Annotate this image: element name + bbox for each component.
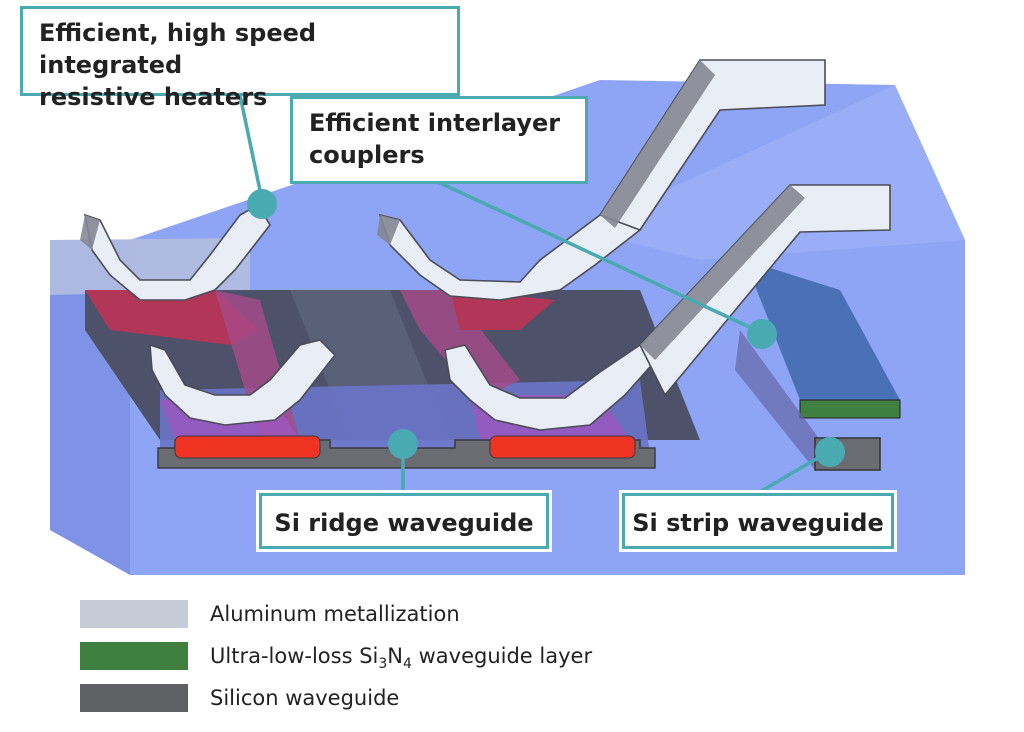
legend-nitride-sub3: 3 <box>378 656 388 673</box>
callout-interlayer-couplers: Efficient interlayer couplers <box>290 96 588 184</box>
strip-waveguide <box>735 260 901 471</box>
legend-nitride-sub4: 4 <box>403 656 412 673</box>
callout-resistive-heaters-line1: Efficient, high speed integrated <box>39 19 317 79</box>
callout-leaders <box>238 94 845 495</box>
callout-interlayer-couplers-line2: couplers <box>309 141 425 169</box>
legend-swatch-aluminum <box>80 600 188 628</box>
callout-resistive-heaters-line2: resistive heaters <box>39 83 268 111</box>
callout-si-strip-waveguide: Si strip waveguide <box>622 493 894 549</box>
legend-item-nitride: Ultra-low-loss Si3N4 waveguide layer <box>80 642 780 672</box>
legend-nitride-prefix: Ultra-low-loss Si <box>210 644 379 668</box>
legend-item-silicon: Silicon waveguide <box>80 684 780 712</box>
legend-nitride-n: N <box>387 644 403 668</box>
legend-label-nitride: Ultra-low-loss Si3N4 waveguide layer <box>210 642 592 678</box>
aluminum-traces <box>83 59 891 431</box>
legend-nitride-suffix: waveguide layer <box>411 644 593 668</box>
legend-label-aluminum: Aluminum metallization <box>210 602 460 626</box>
legend-swatch-nitride <box>80 642 188 670</box>
callout-si-ridge-waveguide: Si ridge waveguide <box>259 493 549 549</box>
aluminum-trace-sides <box>80 60 805 360</box>
legend-label-silicon: Silicon waveguide <box>210 686 400 710</box>
callout-resistive-heaters: Efficient, high speed integrated resisti… <box>20 6 460 111</box>
callout-interlayer-couplers-line1: Efficient interlayer <box>309 109 561 137</box>
legend-swatch-silicon <box>80 684 188 712</box>
legend-item-aluminum: Aluminum metallization <box>80 600 780 628</box>
